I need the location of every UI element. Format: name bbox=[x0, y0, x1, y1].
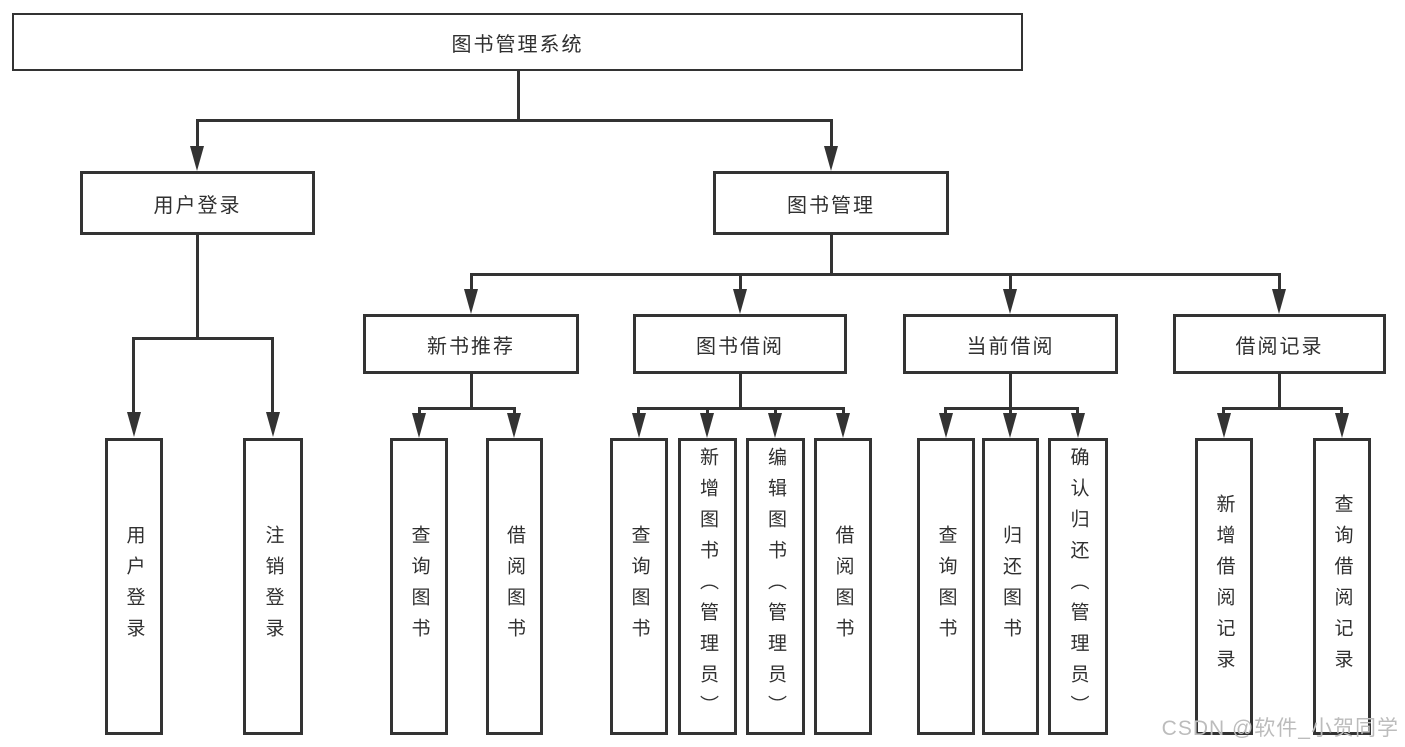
connector-drop bbox=[774, 407, 777, 413]
connector-borrow-records-branch bbox=[1222, 407, 1343, 410]
arrow-down-icon bbox=[412, 413, 426, 438]
connector-user-login-stem bbox=[196, 235, 199, 337]
connector-current-borrow-stem bbox=[1009, 374, 1012, 407]
node-leaf-cb-query-books-label: 查询图书 bbox=[935, 524, 957, 649]
arrow-down-icon bbox=[1272, 289, 1286, 314]
arrow-down-icon bbox=[836, 413, 850, 438]
node-leaf-bb-borrow-books: 借阅图书 bbox=[814, 438, 872, 735]
node-leaf-user-login-label: 用户登录 bbox=[123, 524, 145, 649]
node-leaf-bb-borrow-books-label: 借阅图书 bbox=[832, 524, 854, 649]
connector-drop bbox=[1222, 407, 1225, 413]
connector-drop bbox=[842, 407, 845, 413]
connector-drop-book-borrow bbox=[739, 273, 742, 289]
arrow-down-icon bbox=[507, 413, 521, 438]
arrow-down-icon bbox=[733, 289, 747, 314]
node-leaf-nb-borrow-books-label: 借阅图书 bbox=[504, 524, 525, 649]
connector-drop bbox=[944, 407, 947, 413]
node-new-book-recommend: 新书推荐 bbox=[363, 314, 579, 374]
node-user-login: 用户登录 bbox=[80, 171, 315, 235]
arrow-down-icon bbox=[464, 289, 478, 314]
connector-drop-logout-leaf bbox=[271, 337, 274, 412]
node-leaf-bb-edit-books-admin-label: 编辑图书（管理员） bbox=[765, 447, 786, 726]
arrow-down-icon bbox=[700, 413, 714, 438]
node-leaf-br-add-record: 新增借阅记录 bbox=[1195, 438, 1253, 735]
connector-drop-new-book bbox=[470, 273, 473, 289]
arrow-down-icon bbox=[1003, 413, 1017, 438]
csdn-watermark: CSDN @软件_小贺同学 bbox=[1161, 717, 1399, 740]
node-leaf-logout-label: 注销登录 bbox=[262, 524, 284, 649]
connector-root-branch bbox=[196, 119, 833, 122]
node-root-label: 图书管理系统 bbox=[451, 33, 584, 56]
node-borrow-records: 借阅记录 bbox=[1173, 314, 1386, 374]
connector-book-borrow-stem bbox=[739, 374, 742, 407]
arrow-down-icon bbox=[1003, 289, 1017, 314]
connector-drop-current-borrow bbox=[1009, 273, 1012, 289]
connector-root-stem bbox=[517, 71, 520, 119]
node-book-management: 图书管理 bbox=[713, 171, 949, 235]
node-book-borrow: 图书借阅 bbox=[633, 314, 847, 374]
arrow-down-icon bbox=[127, 412, 141, 437]
node-leaf-nb-query-books-label: 查询图书 bbox=[408, 524, 430, 649]
node-leaf-nb-borrow-books: 借阅图书 bbox=[486, 438, 543, 735]
connector-drop bbox=[1340, 407, 1343, 413]
node-leaf-br-add-record-label: 新增借阅记录 bbox=[1213, 493, 1235, 680]
arrow-down-icon bbox=[939, 413, 953, 438]
connector-new-book-stem bbox=[470, 374, 473, 407]
node-leaf-bb-query-books: 查询图书 bbox=[610, 438, 668, 735]
connector-drop bbox=[1009, 407, 1012, 413]
node-leaf-bb-edit-books-admin: 编辑图书（管理员） bbox=[746, 438, 805, 735]
node-leaf-cb-confirm-return-admin: 确认归还（管理员） bbox=[1048, 438, 1108, 735]
connector-book-management-stem bbox=[830, 235, 833, 273]
node-root: 图书管理系统 bbox=[12, 13, 1023, 71]
arrow-down-icon bbox=[768, 413, 782, 438]
node-user-login-label: 用户登录 bbox=[153, 194, 242, 217]
node-leaf-cb-confirm-return-admin-label: 确认归还（管理员） bbox=[1067, 447, 1089, 726]
node-current-borrow: 当前借阅 bbox=[903, 314, 1118, 374]
node-leaf-user-login: 用户登录 bbox=[105, 438, 163, 735]
connector-book-borrow-branch bbox=[637, 407, 845, 410]
connector-drop bbox=[418, 407, 421, 413]
arrow-down-icon bbox=[1217, 413, 1231, 438]
connector-drop bbox=[513, 407, 516, 413]
arrow-down-icon bbox=[824, 146, 838, 171]
node-book-borrow-label: 图书借阅 bbox=[696, 335, 784, 358]
node-leaf-cb-query-books: 查询图书 bbox=[917, 438, 975, 735]
arrow-down-icon bbox=[266, 412, 280, 437]
node-book-management-label: 图书管理 bbox=[787, 194, 875, 217]
connector-user-login-branch bbox=[132, 337, 274, 340]
node-leaf-br-query-record-label: 查询借阅记录 bbox=[1331, 493, 1353, 680]
node-leaf-bb-add-books-admin: 新增图书（管理员） bbox=[678, 438, 737, 735]
connector-drop-book-management bbox=[830, 119, 833, 146]
connector-drop-user-login bbox=[196, 119, 199, 146]
arrow-down-icon bbox=[1335, 413, 1349, 438]
connector-drop bbox=[1076, 407, 1079, 413]
node-leaf-cb-return-books: 归还图书 bbox=[982, 438, 1039, 735]
node-leaf-logout: 注销登录 bbox=[243, 438, 303, 735]
connector-drop bbox=[706, 407, 709, 413]
connector-new-book-branch bbox=[418, 407, 516, 410]
arrow-down-icon bbox=[1071, 413, 1085, 438]
connector-drop-borrow-records bbox=[1278, 273, 1281, 289]
node-leaf-bb-add-books-admin-label: 新增图书（管理员） bbox=[697, 447, 718, 726]
node-leaf-br-query-record: 查询借阅记录 bbox=[1313, 438, 1371, 735]
node-leaf-nb-query-books: 查询图书 bbox=[390, 438, 448, 735]
connector-drop bbox=[637, 407, 640, 413]
connector-borrow-records-stem bbox=[1278, 374, 1281, 407]
arrow-down-icon bbox=[632, 413, 646, 438]
connector-drop-login-leaf bbox=[132, 337, 135, 412]
node-current-borrow-label: 当前借阅 bbox=[966, 335, 1055, 358]
node-new-book-recommend-label: 新书推荐 bbox=[427, 335, 515, 358]
node-borrow-records-label: 借阅记录 bbox=[1235, 335, 1324, 358]
connector-book-management-branch bbox=[470, 273, 1281, 276]
arrow-down-icon bbox=[190, 146, 204, 171]
node-leaf-bb-query-books-label: 查询图书 bbox=[628, 524, 650, 649]
node-leaf-cb-return-books-label: 归还图书 bbox=[1000, 524, 1021, 649]
